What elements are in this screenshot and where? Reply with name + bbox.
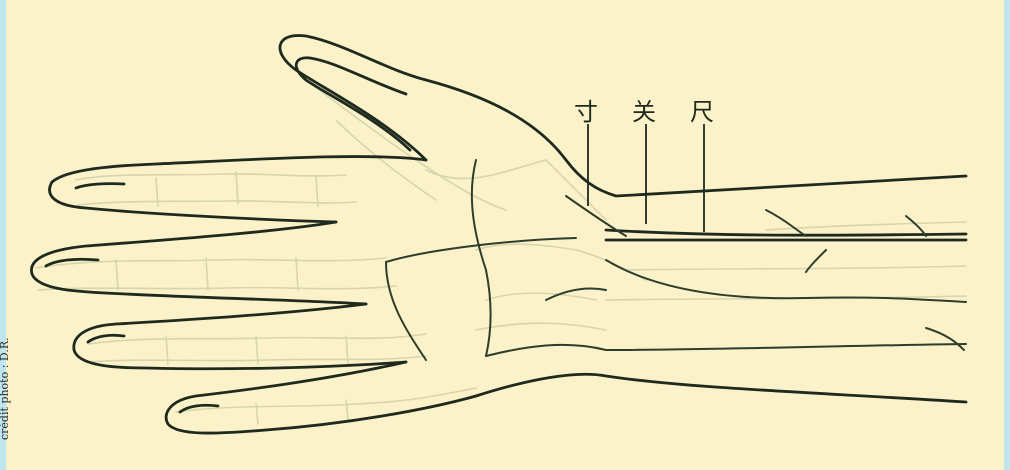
label-chi: 尺 [690,92,715,127]
hand-illustration [6,0,1004,470]
meridian-lines [386,160,966,360]
hand-outline [31,35,966,433]
label-guan: 关 [632,92,657,127]
illustration-paper: 寸 关 尺 [6,0,1004,470]
pulse-markers [588,124,704,232]
bone-sketch [36,80,966,424]
label-cun: 寸 [574,92,599,127]
